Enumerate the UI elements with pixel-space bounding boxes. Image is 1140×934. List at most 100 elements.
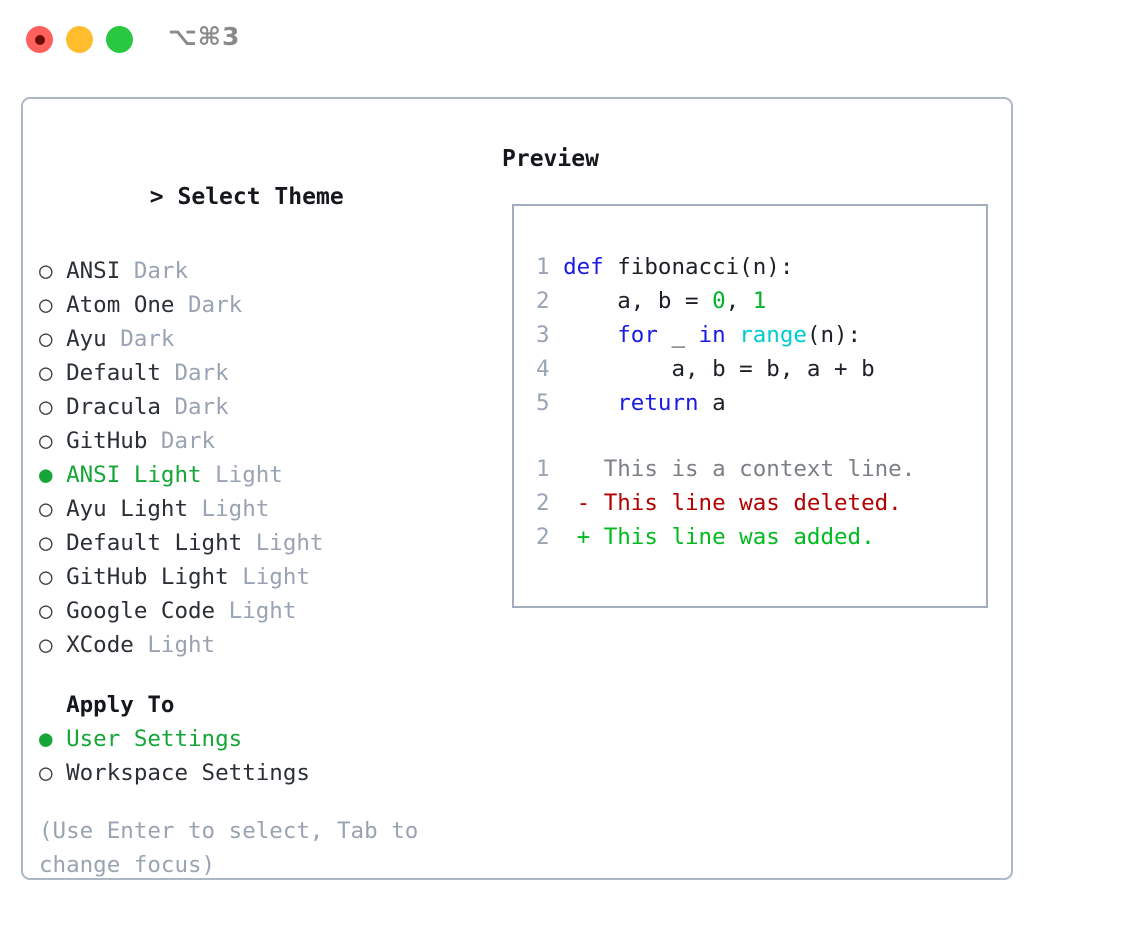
theme-kind-label: Light — [188, 496, 270, 522]
code-line: 1 def fibonacci(n): — [536, 250, 980, 284]
diff-preview: 1 This is a context line. 2 - This line w… — [536, 452, 980, 554]
apply-to-label: User Settings — [52, 726, 243, 752]
apply-to-label: Workspace Settings — [52, 760, 310, 786]
code-token-plain: , — [725, 288, 753, 314]
theme-name-label: GitHub — [52, 428, 148, 454]
theme-kind-label: Light — [228, 564, 310, 590]
radio-unselected-icon[interactable]: ○ — [39, 598, 53, 624]
theme-name-label: GitHub Light — [52, 564, 229, 590]
code-token-plain: fibonacci(n): — [603, 254, 794, 280]
theme-list-item[interactable]: ○ Ayu Dark — [39, 322, 489, 356]
apply-to-option[interactable]: ● User Settings — [39, 722, 489, 756]
theme-kind-label: Dark — [147, 428, 216, 454]
line-number: 5 — [536, 390, 550, 416]
diff-line: 1 This is a context line. — [536, 452, 980, 486]
radio-unselected-icon[interactable]: ○ — [39, 632, 53, 658]
diff-line-number: 2 — [536, 524, 550, 550]
preview-heading: Preview — [502, 146, 599, 172]
code-token-plain: a, b = — [563, 288, 713, 314]
radio-unselected-icon[interactable]: ○ — [39, 564, 53, 590]
code-token-plain — [726, 322, 740, 348]
theme-list-item[interactable]: ○ Default Dark — [39, 356, 489, 390]
theme-name-label: Dracula — [52, 394, 161, 420]
code-token-plain: _ — [657, 322, 699, 348]
radio-unselected-icon[interactable]: ○ — [39, 394, 53, 420]
code-gutter-space — [550, 288, 564, 314]
code-gutter-space — [550, 356, 564, 382]
code-line: 4 a, b = b, a + b — [536, 352, 980, 386]
theme-name-label: Default — [52, 360, 161, 386]
code-token-kw: for — [617, 322, 658, 348]
diff-line: 2 + This line was added. — [536, 520, 980, 554]
page-title: Select Theme — [177, 184, 344, 210]
theme-list-item[interactable]: ○ GitHub Light Light — [39, 560, 489, 594]
code-line: 5 return a — [536, 386, 980, 420]
theme-list-item[interactable]: ○ XCode Light — [39, 628, 489, 662]
theme-kind-label: Dark — [106, 326, 175, 352]
radio-unselected-icon[interactable]: ○ — [39, 428, 53, 454]
theme-name-label: Google Code — [52, 598, 216, 624]
code-gutter-space — [550, 322, 564, 348]
minimize-button[interactable] — [66, 26, 93, 53]
radio-unselected-icon[interactable]: ○ — [39, 258, 53, 284]
code-line: 2 a, b = 0, 1 — [536, 284, 980, 318]
code-token-plain — [563, 322, 617, 348]
theme-name-label: Default Light — [52, 530, 243, 556]
code-token-kw: in — [698, 322, 726, 348]
theme-list-item[interactable]: ○ Atom One Dark — [39, 288, 489, 322]
theme-list-item[interactable]: ○ Google Code Light — [39, 594, 489, 628]
line-number: 3 — [536, 322, 550, 348]
theme-list-item[interactable]: ○ Default Light Light — [39, 526, 489, 560]
code-token-num: 0 — [712, 288, 726, 314]
theme-selector-column: > Select Theme ○ ANSI Dark○ Atom One Dar… — [39, 140, 489, 882]
code-token-kw: return — [617, 390, 699, 416]
radio-unselected-icon[interactable]: ○ — [39, 292, 53, 318]
maximize-button[interactable] — [106, 26, 133, 53]
theme-kind-label: Dark — [120, 258, 189, 284]
main-panel: > Select Theme ○ ANSI Dark○ Atom One Dar… — [21, 97, 1013, 880]
radio-unselected-icon[interactable]: ○ — [39, 326, 53, 352]
theme-kind-label: Dark — [174, 292, 243, 318]
diff-line-number: 1 — [536, 456, 550, 482]
code-gutter-space — [550, 390, 564, 416]
theme-name-label: ANSI Light — [52, 462, 202, 488]
code-token-kw: def — [563, 254, 604, 280]
close-button[interactable] — [26, 26, 53, 53]
radio-unselected-icon[interactable]: ○ — [39, 530, 53, 556]
code-token-num: 1 — [752, 288, 767, 314]
theme-name-label: XCode — [52, 632, 134, 658]
apply-to-heading: Apply To — [66, 692, 175, 718]
theme-kind-label: Light — [133, 632, 216, 658]
theme-kind-label: Dark — [160, 360, 229, 386]
theme-list-item[interactable]: ● ANSI Light Light — [39, 458, 489, 492]
code-gutter-space — [550, 254, 564, 280]
line-number: 2 — [536, 288, 550, 314]
diff-line-text: - This line was deleted. — [549, 490, 902, 516]
radio-selected-icon[interactable]: ● — [39, 462, 53, 488]
code-token-plain: a — [698, 390, 726, 416]
theme-name-label: Ayu Light — [52, 496, 189, 522]
window-titlebar: ⌥⌘3 — [0, 0, 1140, 78]
radio-selected-icon[interactable]: ● — [39, 726, 53, 752]
radio-unselected-icon[interactable]: ○ — [39, 496, 53, 522]
diff-line-text: This is a context line. — [549, 456, 916, 482]
theme-list-item[interactable]: ○ GitHub Dark — [39, 424, 489, 458]
theme-list-item[interactable]: ○ ANSI Dark — [39, 254, 489, 288]
apply-to-option[interactable]: ○ Workspace Settings — [39, 756, 489, 790]
theme-list: ○ ANSI Dark○ Atom One Dark○ Ayu Dark○ De… — [39, 254, 489, 662]
radio-unselected-icon[interactable]: ○ — [39, 760, 53, 786]
theme-kind-label: Dark — [160, 394, 229, 420]
keyboard-shortcut-label: ⌥⌘3 — [168, 22, 241, 51]
line-number: 4 — [536, 356, 550, 382]
diff-line-number: 2 — [536, 490, 550, 516]
caret-icon: > — [149, 184, 164, 210]
theme-kind-label: Light — [201, 462, 283, 488]
theme-kind-label: Light — [215, 598, 297, 624]
radio-unselected-icon[interactable]: ○ — [39, 360, 53, 386]
code-token-plain — [563, 390, 617, 416]
theme-name-label: ANSI — [52, 258, 121, 284]
theme-list-item[interactable]: ○ Ayu Light Light — [39, 492, 489, 526]
theme-list-item[interactable]: ○ Dracula Dark — [39, 390, 489, 424]
